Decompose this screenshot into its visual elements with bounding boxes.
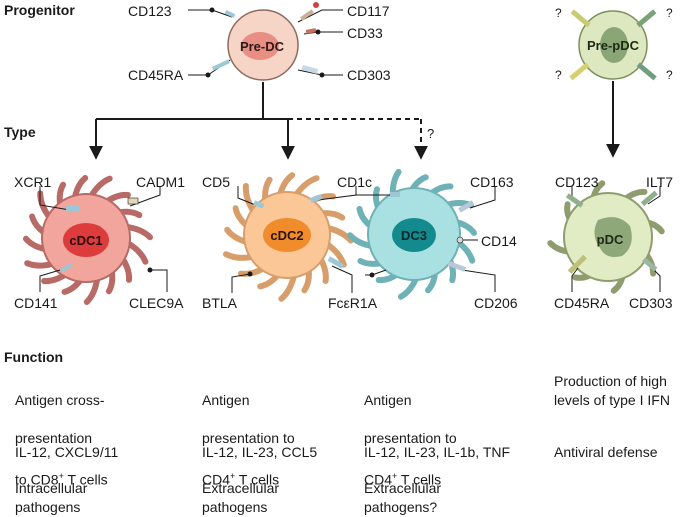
- pre-dc-receptors: [205, 2, 325, 78]
- function-cdc1-cytokines: IL-12, CXCL9/11: [15, 444, 119, 460]
- function-dc3-role-tail: T cells: [397, 471, 442, 488]
- pre-dc-label: Pre-DC: [240, 39, 285, 54]
- function-dc3-cytokines: IL-12, IL-23, IL-1b, TNF: [364, 444, 511, 460]
- superscript-plus: +: [58, 471, 64, 481]
- lineage-arrows: [89, 81, 620, 160]
- pre-pdc-cell: Pre-pDC: [578, 10, 648, 80]
- function-dc3-pathogens: Extracellular pathogens?: [364, 480, 442, 515]
- marker-clec9a: CLEC9A: [129, 295, 184, 311]
- cdc2-dc3-marker-lines: [231, 186, 496, 293]
- section-progenitor: Progenitor: [4, 2, 75, 18]
- function-cdc2-role-line3: CD4: [202, 471, 231, 488]
- cdc1-receptors: [59, 197, 153, 273]
- pre-pdc-unknown-4: ?: [666, 68, 673, 82]
- cdc2-dc3-receptors: [247, 192, 475, 278]
- function-dc3-role-line1: Antigen: [364, 392, 412, 408]
- function-cdc1-role-line3: to CD8: [15, 471, 59, 488]
- section-type: Type: [4, 124, 36, 140]
- function-cdc2-role: Antigen presentation to CD4+ T cells: [202, 372, 295, 490]
- cdc1-cell: cDC1: [23, 175, 153, 305]
- marker-cd5: CD5: [202, 174, 231, 190]
- dc3-label: DC3: [401, 228, 427, 243]
- marker-btla: BTLA: [202, 295, 238, 311]
- marker-xcr1: XCR1: [14, 174, 52, 190]
- cdc2-label: cDC2: [270, 228, 303, 243]
- function-cdc1-role: Antigen cross- presentation to CD8+ T ce…: [15, 372, 108, 490]
- marker-cd206: CD206: [474, 295, 518, 311]
- marker-cd303-pdc: CD303: [629, 295, 673, 311]
- function-cdc2-pathogens: Extracellular pathogens: [202, 480, 280, 515]
- marker-cd45ra-pdc: CD45RA: [554, 295, 610, 311]
- function-dc3-role-line3: CD4: [364, 471, 393, 488]
- marker-cd303-predc: CD303: [347, 67, 391, 83]
- cdc2-cell: cDC2: [223, 172, 354, 302]
- function-cdc2-role-tail: T cells: [235, 471, 280, 488]
- pre-pdc-unknown-1: ?: [555, 6, 562, 20]
- marker-cd123-pdc: CD123: [555, 174, 599, 190]
- function-pdc-role: Production of high levels of type I IFN: [554, 373, 670, 408]
- function-cdc2-role-line2: presentation to: [202, 430, 295, 446]
- cdc1-marker-lines: [39, 186, 168, 292]
- function-dc3-role-line2: presentation to: [364, 430, 457, 446]
- superscript-plus: +: [230, 471, 236, 481]
- function-dc3-role: Antigen presentation to CD4+ T cells: [364, 372, 457, 490]
- marker-cd33: CD33: [347, 25, 383, 41]
- marker-fceri-a: FcεR1A: [328, 295, 378, 311]
- marker-cd123-predc: CD123: [128, 3, 172, 19]
- function-cdc2-role-line1: Antigen: [202, 392, 250, 408]
- pre-pdc-receptors: [569, 9, 657, 81]
- marker-ilt7: ILT7: [646, 174, 673, 190]
- pre-pdc-unknown-3: ?: [555, 68, 562, 82]
- marker-cd141: CD141: [14, 295, 58, 311]
- dc3-cell: DC3: [347, 168, 477, 300]
- function-cdc1-role-line1: Antigen cross-: [15, 392, 105, 408]
- pdc-label: pDC: [597, 232, 624, 247]
- function-cdc1-pathogens: Intracellular pathogens: [15, 480, 88, 515]
- marker-cadm1: CADM1: [136, 174, 186, 190]
- marker-cd117: CD117: [347, 3, 390, 19]
- marker-cd45ra-predc: CD45RA: [128, 67, 184, 83]
- pre-pdc-unknown-2: ?: [666, 6, 673, 20]
- pdc-receptors: [565, 190, 658, 274]
- section-function: Function: [4, 349, 64, 365]
- function-cdc1-role-line2: presentation: [15, 430, 93, 446]
- superscript-plus: +: [392, 471, 398, 481]
- cdc1-label: cDC1: [69, 233, 102, 248]
- function-pdc-cytokines: Antiviral defense: [554, 444, 658, 460]
- pre-pdc-label: Pre-pDC: [587, 38, 640, 53]
- function-cdc1-role-tail: T cells: [63, 471, 108, 488]
- pre-dc-cell: Pre-DC: [227, 9, 299, 81]
- function-cdc2-cytokines: IL-12, IL-23, CCL5: [202, 444, 318, 460]
- marker-cd14: CD14: [481, 233, 517, 249]
- marker-cd1c: CD1c: [337, 174, 373, 190]
- uncertain-lineage-mark: ?: [427, 126, 435, 141]
- marker-cd163: CD163: [470, 174, 514, 190]
